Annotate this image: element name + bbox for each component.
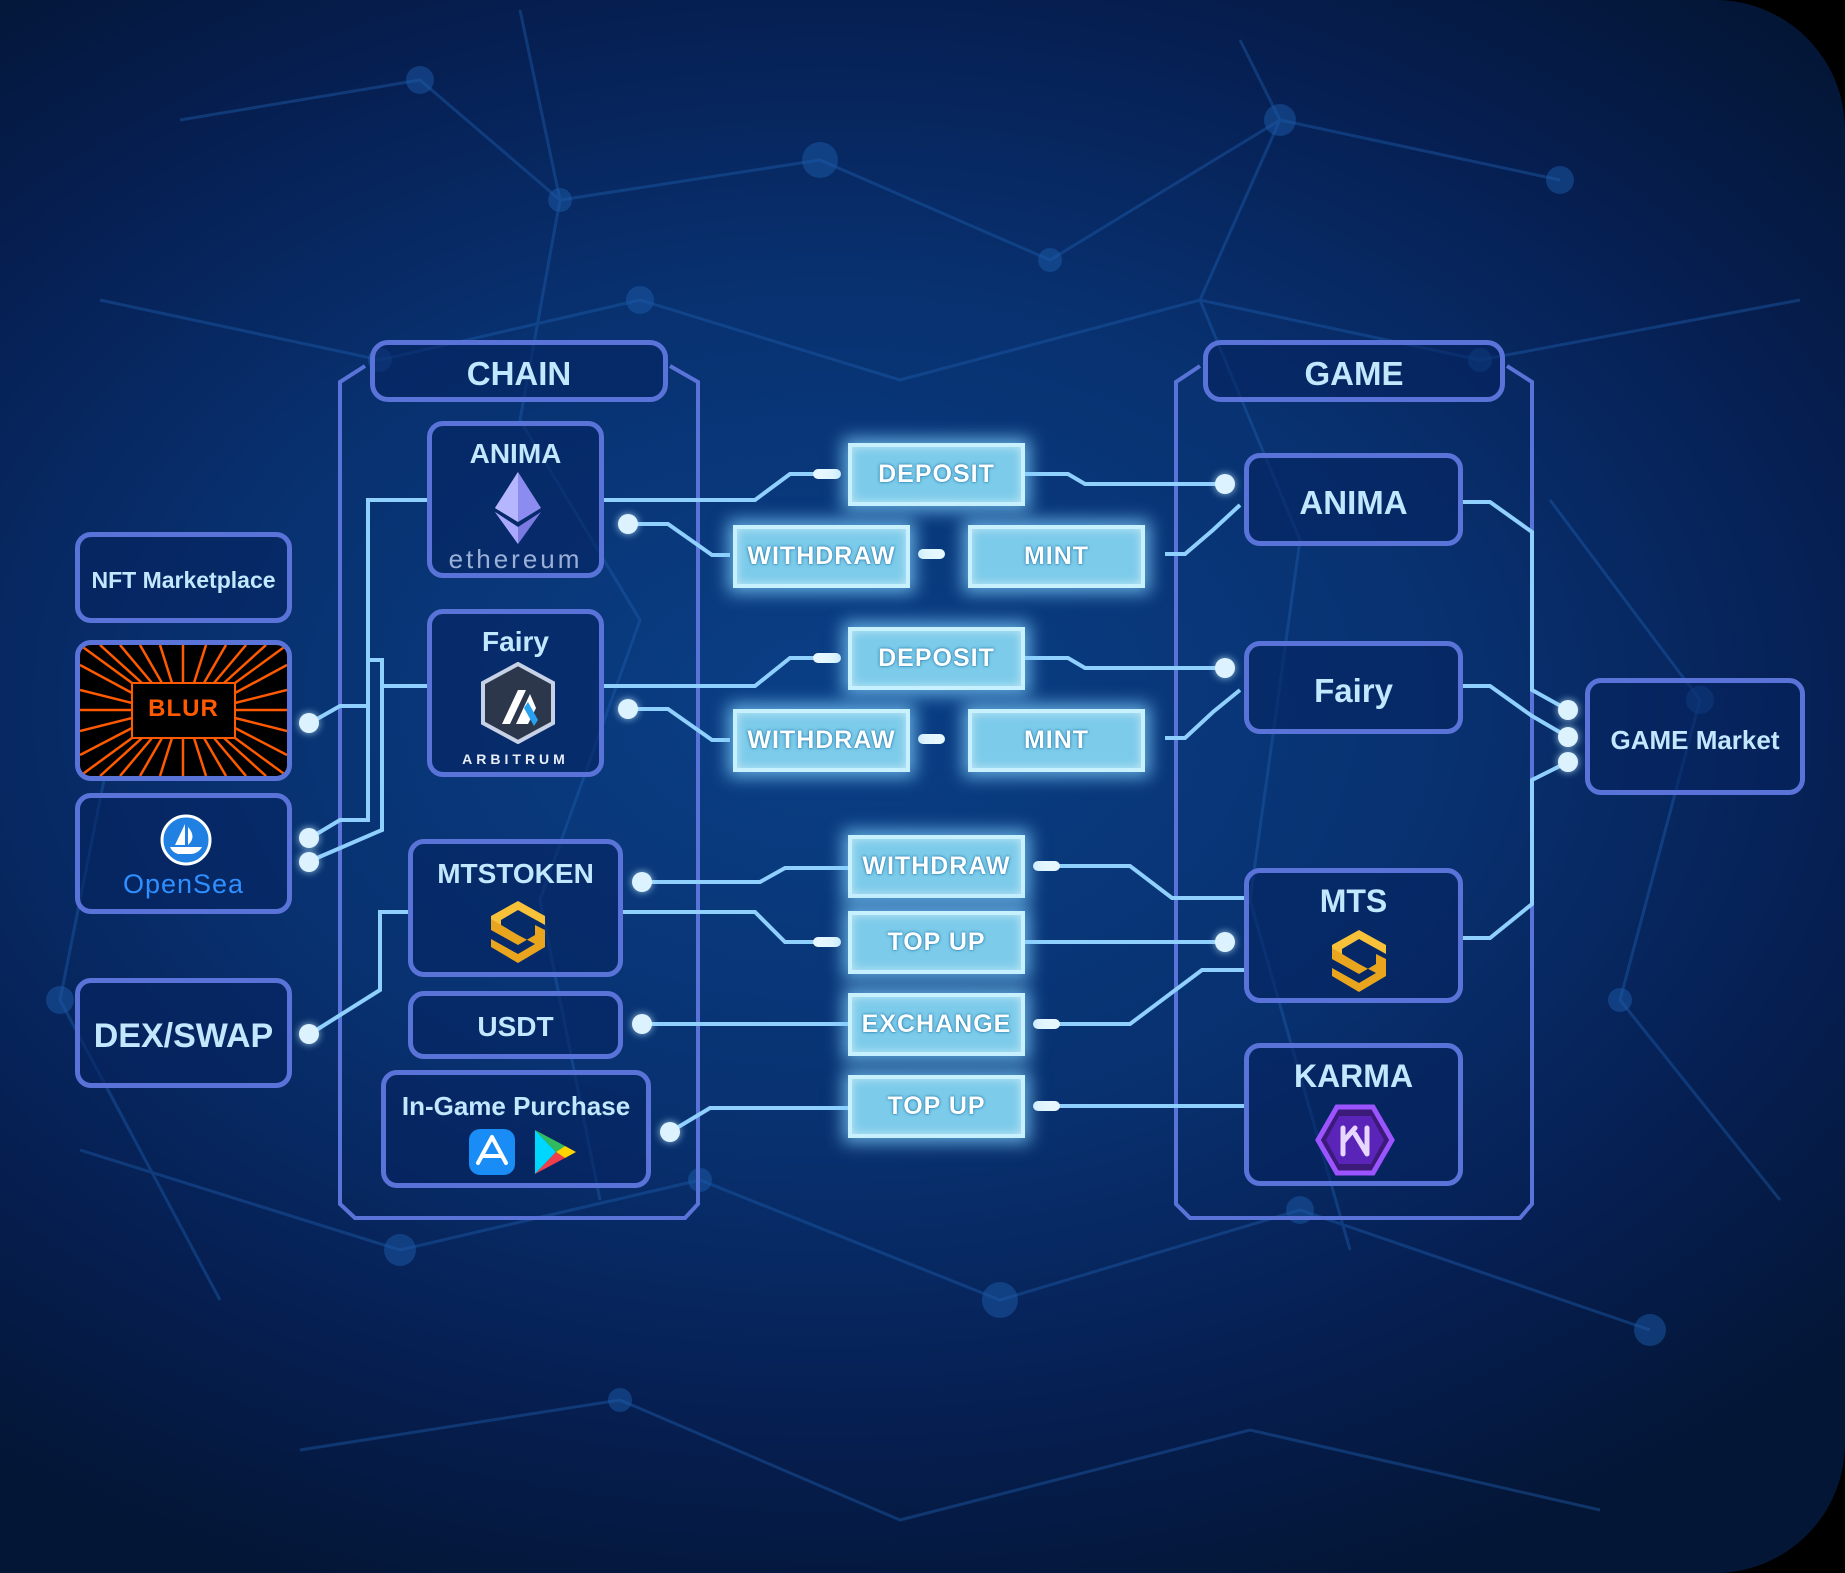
connector-dot — [1558, 752, 1578, 772]
connector-dot — [299, 828, 319, 848]
connector-dot — [618, 514, 638, 534]
karma-icon — [1315, 1104, 1395, 1176]
mtstoken-box: MTSTOKEN — [408, 839, 623, 977]
ethereum-word: ethereum — [448, 544, 583, 574]
chain-fairy-box: Fairy ARBITRUM — [427, 609, 604, 777]
chain-group-frame — [338, 364, 700, 1220]
chain-fairy-label: Fairy — [482, 626, 549, 657]
game-anima-box: ANIMA — [1244, 453, 1463, 546]
connector-dot — [299, 713, 319, 733]
top-up-purchase-button: TOP UP — [848, 1075, 1025, 1138]
connector-dot — [299, 1024, 319, 1044]
nft-marketplace-box: NFT Marketplace — [75, 532, 292, 623]
mint-fairy-button: MINT — [968, 709, 1145, 772]
opensea-logo: OpenSea — [122, 869, 245, 899]
withdraw-fairy-button: WITHDRAW — [733, 709, 910, 772]
opensea-icon — [160, 814, 212, 866]
connector-dot — [1215, 932, 1235, 952]
game-market-box: GAME Market — [1585, 678, 1805, 795]
connector-dot — [1558, 727, 1578, 747]
nft-marketplace-label: NFT Marketplace — [91, 567, 276, 593]
chain-anima-label: ANIMA — [469, 438, 562, 469]
connector-dot — [632, 872, 652, 892]
connector-dot — [1215, 658, 1235, 678]
game-header: GAME — [1304, 355, 1404, 392]
game-mts-box: MTS — [1244, 868, 1463, 1003]
deposit-anima-button: DEPOSIT — [848, 443, 1025, 506]
game-fairy-box: Fairy — [1244, 641, 1463, 734]
mts-game-icon — [1332, 930, 1386, 992]
chain-header: CHAIN — [466, 355, 572, 392]
game-group-frame — [1174, 364, 1534, 1220]
blur-logo: BLUR — [148, 695, 219, 722]
connector-dot — [299, 852, 319, 872]
connector-dot — [632, 1014, 652, 1034]
game-market-label: GAME Market — [1610, 725, 1780, 755]
top-up-mts-button: TOP UP — [848, 911, 1025, 974]
connector-dot — [1215, 474, 1235, 494]
ethereum-icon — [495, 472, 541, 544]
mint-anima-button: MINT — [968, 525, 1145, 588]
mts-icon — [491, 901, 545, 963]
in-game-purchase-label: In-Game Purchase — [401, 1091, 631, 1121]
app-store-icon — [469, 1129, 515, 1175]
google-play-icon — [535, 1130, 576, 1174]
usdt-label: USDT — [477, 1011, 554, 1042]
dex-swap-box: DEX/SWAP — [75, 978, 292, 1088]
connector-dot — [660, 1122, 680, 1142]
arbitrum-icon — [481, 662, 555, 744]
mtstoken-label: MTSTOKEN — [437, 858, 594, 889]
exchange-button: EXCHANGE — [848, 993, 1025, 1056]
game-header-box: GAME — [1203, 340, 1505, 402]
connector-dot — [1558, 700, 1578, 720]
in-game-purchase-box: In-Game Purchase — [381, 1070, 651, 1188]
game-anima-label: ANIMA — [1299, 484, 1408, 521]
game-karma-label: KARMA — [1293, 1058, 1414, 1094]
deposit-fairy-button: DEPOSIT — [848, 627, 1025, 690]
withdraw-mts-button: WITHDRAW — [848, 835, 1025, 898]
blur-box: BLUR — [75, 640, 292, 781]
chain-anima-box: ANIMA ethereum — [427, 421, 604, 578]
game-karma-box: KARMA — [1244, 1043, 1463, 1186]
dex-swap-label: DEX/SWAP — [93, 1017, 274, 1055]
blur-logo-pattern — [80, 645, 287, 776]
chain-header-box: CHAIN — [370, 340, 668, 402]
opensea-box: OpenSea — [75, 793, 292, 914]
game-fairy-label: Fairy — [1314, 672, 1393, 709]
arbitrum-word: ARBITRUM — [462, 751, 569, 767]
game-mts-label: MTS — [1319, 883, 1388, 919]
withdraw-anima-button: WITHDRAW — [733, 525, 910, 588]
usdt-box: USDT — [408, 991, 623, 1059]
connector-dot — [618, 699, 638, 719]
